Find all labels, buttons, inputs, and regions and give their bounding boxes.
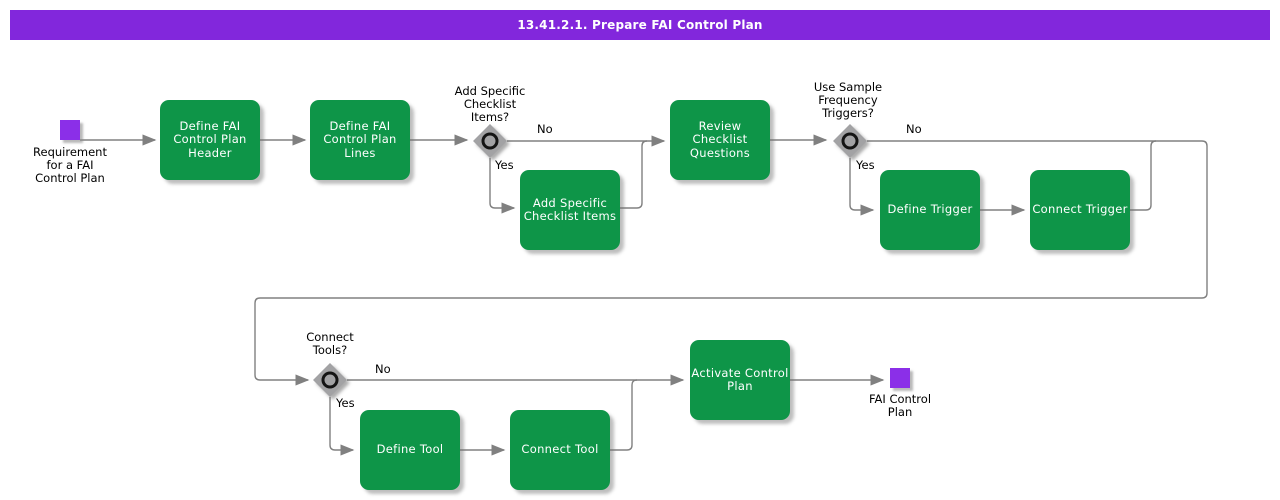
task-add-specific-checklist-items[interactable]: Add Specific Checklist Items <box>520 170 620 250</box>
task-connect-trigger[interactable]: Connect Trigger <box>1030 170 1130 250</box>
gateway-sample-frequency-label: Use Sample Frequency Triggers? <box>813 80 883 120</box>
task-define-trigger[interactable]: Define Trigger <box>880 170 980 250</box>
start-event-node[interactable] <box>60 120 80 140</box>
task-connect-tool[interactable]: Connect Tool <box>510 410 610 490</box>
task-activate-control-plan[interactable]: Activate Control Plan <box>690 340 790 420</box>
start-event-label: Requirement for a FAI Control Plan <box>33 145 107 185</box>
gateway-add-checklist-label: Add Specific Checklist Items? <box>454 84 526 124</box>
gateway-add-checklist-items[interactable] <box>473 124 507 158</box>
task-review-checklist-questions[interactable]: Review Checklist Questions <box>670 100 770 180</box>
edge-label-no-3: No <box>375 362 391 376</box>
gateway-use-sample-frequency-triggers[interactable] <box>833 124 867 158</box>
diagram-title-bar: 13.41.2.1. Prepare FAI Control Plan <box>10 10 1270 40</box>
gateway-connect-tools[interactable] <box>313 363 347 397</box>
gateway-circle-icon <box>481 132 499 150</box>
edge-label-no-2: No <box>906 122 922 136</box>
edge-label-yes-2: Yes <box>856 158 875 172</box>
edge-label-no-1: No <box>537 122 553 136</box>
task-define-fai-control-plan-header[interactable]: Define FAI Control Plan Header <box>160 100 260 180</box>
gateway-circle-icon <box>841 132 859 150</box>
end-event-node[interactable] <box>890 368 910 388</box>
end-event-label: FAI Control Plan <box>868 392 932 419</box>
task-define-tool[interactable]: Define Tool <box>360 410 460 490</box>
edge-label-yes-1: Yes <box>495 158 514 172</box>
gateway-circle-icon <box>321 371 339 389</box>
page-title: 13.41.2.1. Prepare FAI Control Plan <box>517 18 763 32</box>
edge-label-yes-3: Yes <box>336 396 355 410</box>
gateway-connect-tools-label: Connect Tools? <box>306 330 354 357</box>
task-define-fai-control-plan-lines[interactable]: Define FAI Control Plan Lines <box>310 100 410 180</box>
